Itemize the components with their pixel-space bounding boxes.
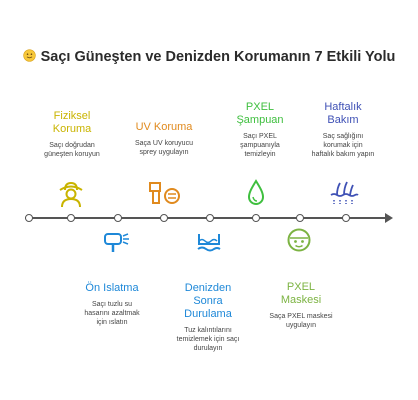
water-waves-icon — [197, 234, 221, 252]
title-text: Saçı Güneşten ve Denizden Korumanın 7 Et… — [40, 49, 396, 65]
step-heading: Denizden Sonra Durulama — [184, 282, 232, 320]
timeline-dot-1 — [25, 214, 33, 222]
step-description: Saçı tuzlu su hasarını azaltmak için ısl… — [84, 301, 140, 326]
timeline-dot-7 — [296, 214, 304, 222]
step-heading: Fiziksel Koruma — [52, 110, 92, 135]
timeline-dot-5 — [206, 214, 214, 222]
step-heading: UV Koruma — [135, 121, 193, 133]
step-heading: PXEL Maskesi — [280, 281, 322, 306]
step-heading: PXEL Şampuan — [236, 101, 284, 126]
step-description: Saça UV koruyucu sprey uygulayın — [135, 140, 193, 156]
timeline-arrowhead — [385, 213, 393, 223]
step-pxel-shampoo: PXEL Şampuan Saçı PXEL şampuanıyla temiz… — [206, 101, 314, 159]
face-mask-icon — [287, 228, 311, 252]
timeline-dot-4 — [160, 214, 168, 222]
step-weekly-care: Haftalık Bakım Saç sağlığını korumak içi… — [289, 101, 397, 159]
water-drop-icon — [247, 179, 265, 205]
step-description: Saçı PXEL şampuanıyla temizleyin — [240, 133, 280, 158]
diagram-title: Saçı Güneşten ve Denizden Korumanın 7 Et… — [0, 49, 418, 65]
timeline-dot-6 — [252, 214, 260, 222]
step-physical-protection: Fiziksel Koruma Saçı doğrudan güneşten k… — [18, 110, 126, 159]
timeline-dot-2 — [67, 214, 75, 222]
hair-follicle-icon — [330, 181, 359, 204]
step-description: Saçı doğrudan güneşten koruyun — [44, 142, 100, 158]
smiley-face-icon — [22, 49, 36, 62]
step-heading: Ön Islatma — [85, 282, 139, 294]
timeline-dot-3 — [114, 214, 122, 222]
hair-dryer-icon — [104, 233, 129, 252]
step-description: Saç sağlığını korumak için haftalık bakı… — [311, 133, 375, 158]
spray-sun-icon — [149, 182, 180, 204]
step-pxel-mask: PXEL Maskesi Saça PXEL maskesi uygulayın — [247, 281, 355, 330]
step-pre-wet: Ön Islatma Saçı tuzlu su hasarını azaltm… — [58, 282, 166, 327]
step-heading: Haftalık Bakım — [324, 101, 362, 126]
timeline-dot-8 — [342, 214, 350, 222]
step-rinse-after-sea: Denizden Sonra Durulama Tuz kalıntıların… — [154, 282, 262, 353]
step-description: Tuz kalıntılarını temizlemek için saçı d… — [176, 327, 240, 352]
step-description: Saça PXEL maskesi uygulayın — [269, 313, 333, 329]
step-uv-protection: UV Koruma Saça UV koruyucu sprey uygulay… — [110, 121, 218, 157]
hat-person-icon — [59, 181, 83, 208]
